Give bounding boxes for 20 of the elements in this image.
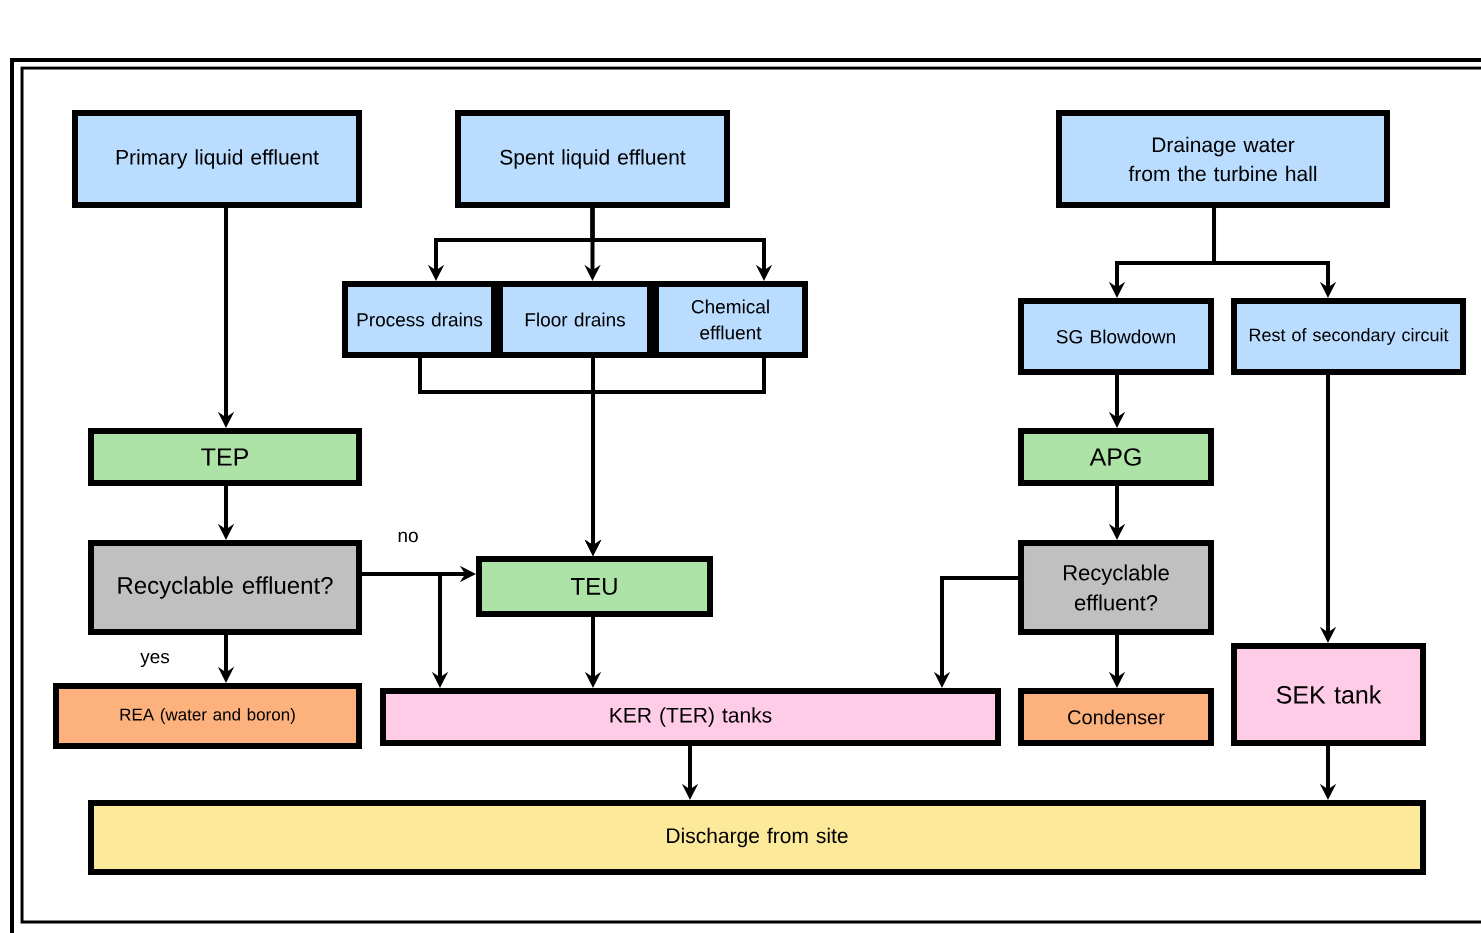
decision-box: Recyclable effluent? [1018,540,1214,635]
edge-label: no [396,530,420,544]
tank-box: KER (TER) tanks [380,688,1001,746]
destination-box: Condenser [1018,688,1214,746]
source-box: Floor drains [497,281,653,358]
treatment-box: TEP [88,428,362,486]
discharge-box: Discharge from site [88,800,1426,875]
treatment-box: APG [1018,428,1214,486]
tank-box: SEK tank [1231,643,1426,746]
source-box: Spent liquid effluent [455,110,730,208]
source-box: SG Blowdown [1018,298,1214,375]
decision-box: Recyclable effluent? [88,540,362,635]
source-box: Drainage water from the turbine hall [1056,110,1390,208]
source-box: Process drains [342,281,497,358]
source-box: Chemical effluent [653,281,808,358]
source-box: Primary liquid effluent [72,110,362,208]
treatment-box: TEU [476,556,713,617]
edge-label: yes [139,651,171,669]
destination-box: REA (water and boron) [53,683,362,749]
source-box: Rest of secondary circuit [1231,298,1466,375]
